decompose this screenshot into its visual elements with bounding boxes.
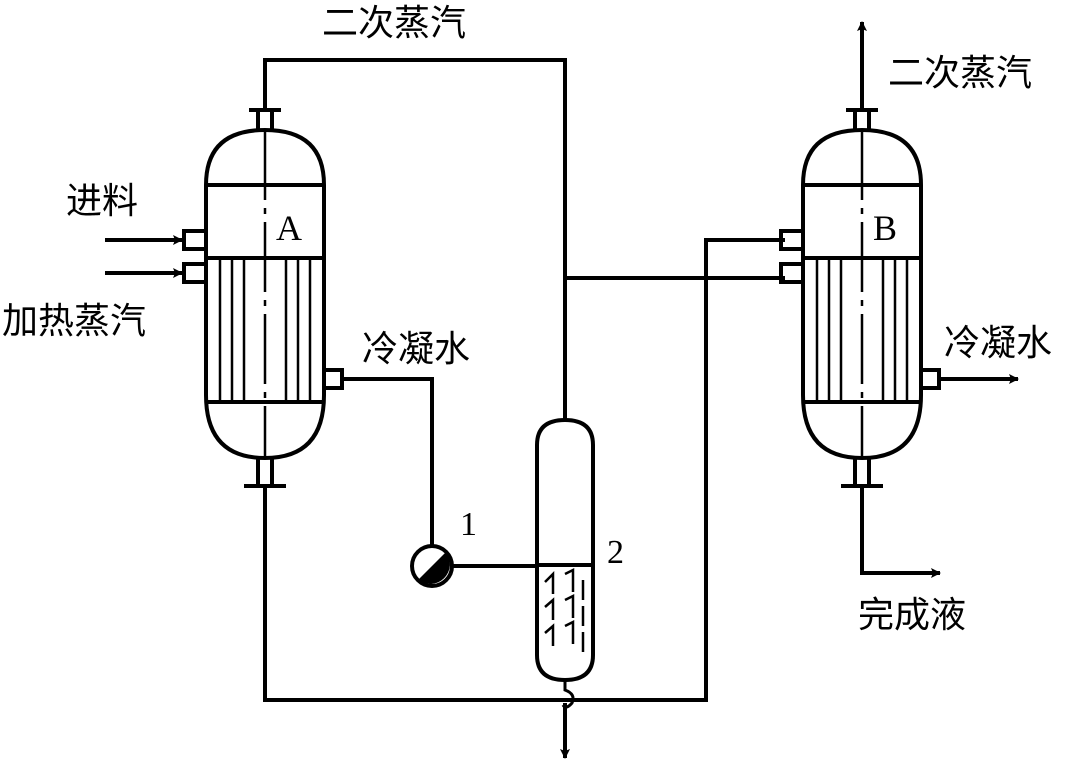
label-feed: 进料: [66, 181, 139, 222]
pipes: [263, 58, 785, 702]
label-evaporator-a: A: [276, 208, 302, 248]
label-column-number: 2: [607, 534, 624, 571]
evaporator-a: [182, 108, 344, 488]
label-evaporator-b: B: [873, 208, 898, 248]
arrow-finished-liquid: [860, 486, 941, 578]
label-condensate-a: 冷凝水: [362, 329, 471, 370]
pipe-secondary-steam-a: [263, 58, 567, 420]
evaporator-b: [779, 108, 941, 488]
evaporator-a-shell: [204, 127, 326, 461]
label-heating-steam: 加热蒸汽: [2, 301, 147, 342]
label-secondary-steam-top: 二次蒸汽: [322, 3, 467, 44]
evaporator-a-tubes: [218, 258, 312, 402]
evaporator-b-shell: [801, 127, 923, 461]
label-pump-number: 1: [460, 506, 477, 543]
separator-column: [535, 417, 595, 709]
separator-column-shell: [535, 417, 595, 683]
label-secondary-steam-right: 二次蒸汽: [888, 53, 1033, 94]
separator-baffles: [544, 567, 585, 652]
label-condensate-b: 冷凝水: [944, 323, 1053, 364]
arrows: [105, 21, 1019, 759]
label-finished-liquid: 完成液: [858, 595, 967, 636]
pipe-a-to-b: [263, 238, 785, 702]
pump: [410, 544, 454, 588]
pipe-condensate-a: [342, 377, 434, 546]
evaporator-b-tubes: [815, 258, 909, 402]
